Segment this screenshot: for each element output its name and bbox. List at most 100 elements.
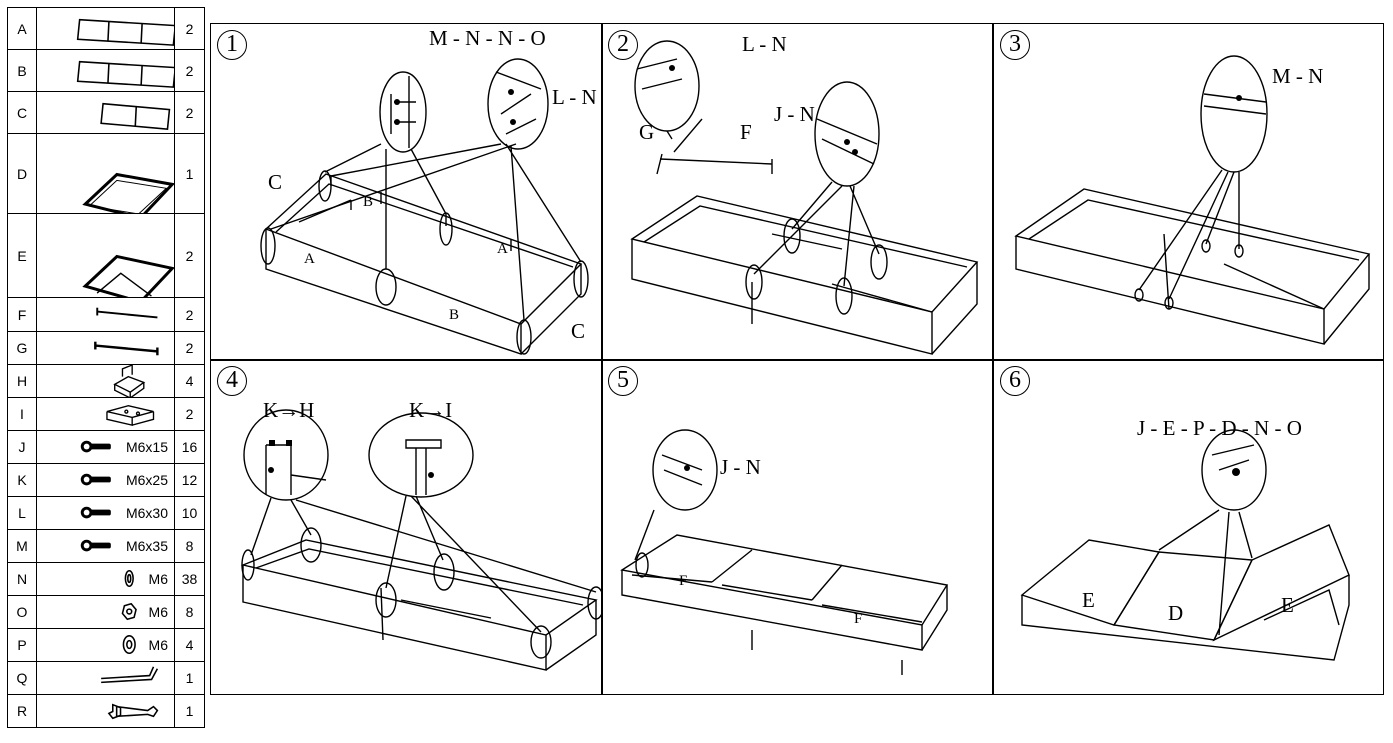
- part-picture: [36, 133, 175, 214]
- step-1-callout-1: M - N - N - O: [429, 26, 546, 50]
- step-4-illustration: [240, 409, 601, 671]
- nut-icon: [121, 602, 137, 621]
- part-quantity: 2: [174, 331, 205, 365]
- part-picture: [36, 213, 175, 298]
- part-spec: M6: [148, 571, 168, 587]
- part-spec: M6: [148, 637, 168, 653]
- part-picture: M6: [36, 562, 175, 596]
- step-1-panel: 1 M - N - N - O L - N C B A A B C: [211, 24, 601, 359]
- step-5-label-f-2: F: [854, 611, 863, 627]
- part-picture: M6x15: [36, 430, 175, 464]
- step-5-number: 5: [608, 366, 638, 396]
- step-1-label-b: B: [363, 194, 374, 210]
- part-label: M: [7, 529, 37, 563]
- step-5-illustration: [620, 429, 949, 675]
- spring-washer-icon: [124, 569, 134, 588]
- step-3-panel: 3 M - N: [994, 24, 1385, 359]
- step-6-number: 6: [1000, 366, 1030, 396]
- step-4-number: 4: [217, 366, 247, 396]
- part-quantity: 2: [174, 7, 205, 50]
- part-label: F: [7, 297, 37, 332]
- bolt-icon: [80, 440, 111, 453]
- parts-row: P M6 4: [7, 628, 205, 662]
- long-frame-panel-icon: [76, 18, 174, 46]
- part-picture: [36, 297, 175, 332]
- toothed-rod-icon: [96, 307, 158, 319]
- part-spec: M6x15: [125, 439, 168, 455]
- part-picture: M6x30: [36, 496, 175, 530]
- part-picture: M6: [36, 628, 175, 662]
- part-label: C: [7, 91, 37, 134]
- step-4-panel: 4 K→H K→I: [211, 360, 601, 696]
- part-quantity: 1: [174, 661, 205, 695]
- part-spec: M6x35: [125, 538, 168, 554]
- part-spec: M6x30: [125, 505, 168, 521]
- step-5-panel: 5 J - N F F: [602, 360, 993, 696]
- step-2-panel: 2 L - N J - N G F: [602, 24, 993, 359]
- part-spec: M6: [148, 604, 168, 620]
- step-6-label-d: D: [1168, 601, 1184, 625]
- part-picture: M6: [36, 595, 175, 629]
- part-label: O: [7, 595, 37, 629]
- part-quantity: 4: [174, 628, 205, 662]
- seat-frame-icon: [82, 172, 174, 213]
- step-4-callout-2: K→I: [409, 398, 453, 422]
- step-2-illustration: [630, 40, 979, 355]
- part-label: P: [7, 628, 37, 662]
- part-quantity: 4: [174, 364, 205, 398]
- step-1-number: 1: [217, 30, 247, 60]
- part-label: G: [7, 331, 37, 365]
- part-label: D: [7, 133, 37, 214]
- step-6-label-e: E: [1082, 588, 1095, 612]
- step-4-callout-1: K→H: [263, 398, 315, 422]
- part-picture: [36, 331, 175, 365]
- part-picture: M6x25: [36, 463, 175, 497]
- angle-bracket-icon: [113, 365, 146, 397]
- step-5-callout-1: J - N: [720, 455, 761, 479]
- bolt-icon: [80, 539, 111, 552]
- step-2-label-g: G: [639, 120, 655, 144]
- step-1-label-c: C: [268, 170, 283, 194]
- part-quantity: 2: [174, 397, 205, 431]
- part-quantity: 8: [174, 595, 205, 629]
- part-label: Q: [7, 661, 37, 695]
- part-quantity: 38: [174, 562, 205, 596]
- part-picture: [36, 397, 175, 431]
- rod-icon: [94, 341, 159, 356]
- bolt-icon: [80, 506, 111, 519]
- part-quantity: 2: [174, 49, 205, 92]
- part-picture: [36, 91, 175, 134]
- step-6-illustration: [1020, 429, 1350, 661]
- part-label: B: [7, 49, 37, 92]
- part-picture: M6x35: [36, 529, 175, 563]
- part-picture: [36, 661, 175, 695]
- part-label: E: [7, 213, 37, 298]
- part-label: H: [7, 364, 37, 398]
- part-label: J: [7, 430, 37, 464]
- part-quantity: 12: [174, 463, 205, 497]
- step-2-number: 2: [608, 30, 638, 60]
- step-1-illustration: [260, 58, 589, 355]
- flat-washer-icon: [122, 635, 136, 655]
- step-3-illustration: [1014, 55, 1371, 345]
- step-1-callout-2: L - N: [552, 85, 597, 109]
- part-quantity: 2: [174, 91, 205, 134]
- part-spec: M6x25: [125, 472, 168, 488]
- wrench-icon: [107, 703, 159, 720]
- connector-block-icon: [106, 405, 155, 427]
- part-picture: [36, 49, 175, 92]
- assembly-steps-grid: 1 M - N - N - O L - N C B A A B C: [210, 23, 1384, 695]
- part-picture: [36, 364, 175, 398]
